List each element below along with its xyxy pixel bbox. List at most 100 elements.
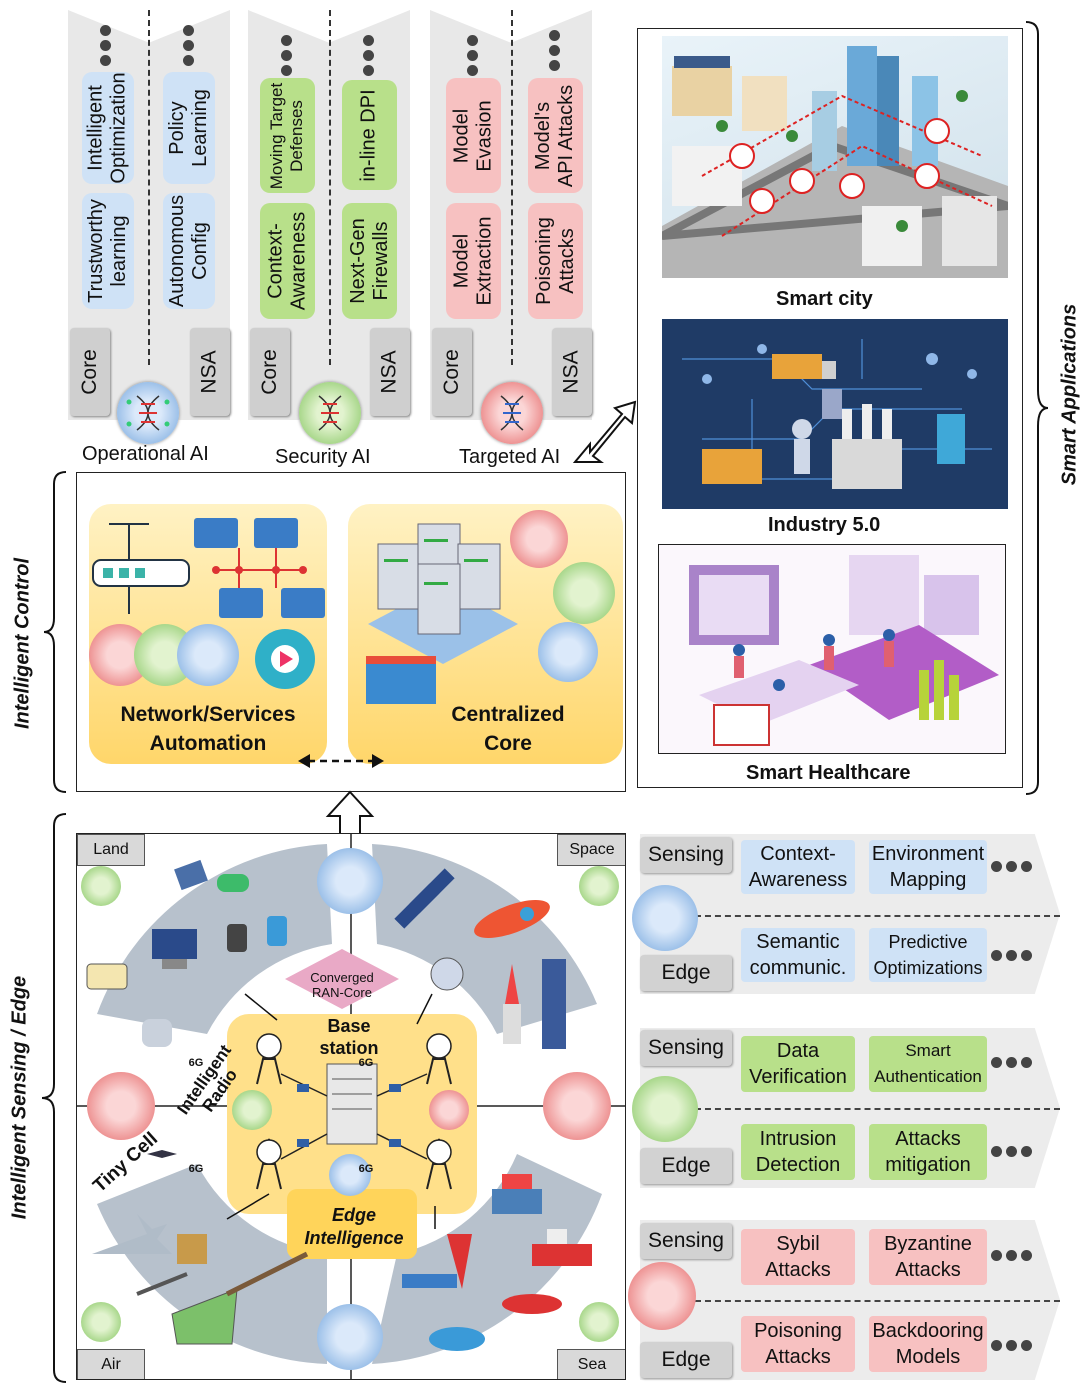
row-cell: Backdooring Models xyxy=(869,1316,987,1372)
sensing-chip: Sensing xyxy=(640,1030,732,1066)
tower-6g-label: 6G xyxy=(358,1163,374,1175)
ellipsis-icon xyxy=(467,35,479,80)
row-divider xyxy=(695,915,1060,917)
ellipsis-icon xyxy=(991,950,1032,961)
quadrant-land-label: Land xyxy=(77,834,145,866)
item-pill: Model's API Attacks xyxy=(528,78,583,193)
security-ai-label: Security AI xyxy=(275,446,371,468)
industry-image xyxy=(662,319,1008,509)
item-pill: Model Evasion xyxy=(446,78,501,193)
sensing-chip: Sensing xyxy=(640,837,732,873)
quadrant-air-label: Air xyxy=(77,1349,145,1379)
divider xyxy=(329,10,331,365)
divider xyxy=(148,10,150,365)
targeted-ai-icon xyxy=(510,510,568,568)
security-ai-icon xyxy=(632,1076,698,1142)
tower-6g-label: 6G xyxy=(358,1057,374,1069)
row-cell: Attacks mitigation xyxy=(869,1124,987,1180)
item-pill: Poisoning Attacks xyxy=(528,203,583,319)
base-station-label: Base station xyxy=(319,1016,379,1058)
targeted-ai-label: Targeted AI xyxy=(459,446,561,468)
divider xyxy=(511,10,513,365)
edge-chip: Edge xyxy=(640,1342,732,1378)
core-chip: Core xyxy=(250,328,290,416)
security-ai-icon xyxy=(579,1302,619,1342)
operational-ai-icon xyxy=(177,624,239,686)
ellipsis-icon xyxy=(991,1057,1032,1068)
nsa-chip: NSA xyxy=(370,328,410,416)
row-cell: Context- Awareness xyxy=(741,840,855,894)
security-ai-icon xyxy=(579,866,619,906)
quadrant-sea-label: Sea xyxy=(557,1349,625,1379)
centralized-core-label: Centralized Core xyxy=(451,703,565,755)
sensing-edge-title: Intelligent Sensing / Edge xyxy=(8,975,31,1220)
item-pill: Autonomous Config xyxy=(163,193,215,309)
item-pill: Model Extraction xyxy=(446,203,501,319)
operational-ai-icon xyxy=(329,1154,371,1196)
item-pill: Intelligent Optimization xyxy=(82,72,134,184)
industry-label: Industry 5.0 xyxy=(768,514,881,536)
row-cell: Smart Authentication xyxy=(869,1036,987,1092)
ellipsis-icon xyxy=(991,861,1032,872)
ellipsis-icon xyxy=(991,1340,1032,1351)
intelligent-control-title: Intelligent Control xyxy=(11,557,34,730)
brace-icon xyxy=(1025,21,1049,795)
operational-ai-icon xyxy=(632,885,698,951)
item-pill: Trustworthy learning xyxy=(82,193,134,309)
operational-ai-label: Operational AI xyxy=(82,443,209,465)
ellipsis-icon xyxy=(281,35,293,80)
core-chip: Core xyxy=(70,328,110,416)
nsa-chip: NSA xyxy=(552,328,592,416)
automation-label: Network/Services Automation xyxy=(120,703,296,755)
operational-ai-icon xyxy=(538,622,598,682)
edge-chip: Edge xyxy=(640,955,732,991)
sensing-chip: Sensing xyxy=(640,1223,732,1259)
targeted-ai-icon xyxy=(429,1090,469,1130)
brace-icon xyxy=(43,471,67,793)
tower-6g-label: 6G xyxy=(188,1057,204,1069)
row-cell: Intrusion Detection xyxy=(741,1124,855,1180)
targeted-ai-icon xyxy=(87,1072,155,1140)
tower-6g-label: 6G xyxy=(188,1163,204,1175)
ellipsis-icon xyxy=(549,30,561,75)
row-cell: Environment Mapping xyxy=(869,840,987,894)
operational-ai-icon xyxy=(317,1304,383,1370)
quadrant-space-label: Space xyxy=(557,834,625,866)
item-pill: Next-Gen Firewalls xyxy=(342,203,397,319)
row-cell: Predictive Optimizations xyxy=(869,928,987,982)
nsa-chip: NSA xyxy=(190,328,230,416)
item-pill: Moving Target Defenses xyxy=(260,78,315,193)
ellipsis-icon xyxy=(991,1250,1032,1261)
ellipsis-icon xyxy=(100,25,112,70)
bidirectional-arrow-icon xyxy=(572,400,637,463)
smart-city-label: Smart city xyxy=(776,288,873,310)
row-divider xyxy=(695,1108,1060,1110)
row-cell: Data Verification xyxy=(741,1036,855,1092)
ellipsis-icon xyxy=(363,35,375,80)
automation-box: Network/Services Automation xyxy=(89,504,327,764)
security-ai-icon xyxy=(232,1090,272,1130)
targeted-ai-icon xyxy=(543,1072,611,1140)
smart-applications-panel xyxy=(637,28,1023,788)
converged-ran-core-label: Converged RAN-Core xyxy=(310,970,374,1000)
sensing-edge-panel: Land Space Air Sea Converged RAN-Core Ba… xyxy=(76,833,626,1380)
targeted-ai-icon xyxy=(481,382,543,444)
smart-applications-title: Smart Applications xyxy=(1058,303,1081,486)
row-cell: Byzantine Attacks xyxy=(869,1229,987,1285)
centralized-core-box: Centralized Core xyxy=(348,504,623,764)
security-ai-icon xyxy=(81,866,121,906)
security-ai-icon xyxy=(299,382,361,444)
healthcare-image xyxy=(658,544,1006,754)
edge-intelligence-label: Edge Intelligence xyxy=(304,1205,404,1248)
edge-chip: Edge xyxy=(640,1148,732,1184)
ellipsis-icon xyxy=(183,25,195,70)
dashed-arrow-icon xyxy=(298,754,384,768)
item-pill: Context- Awareness xyxy=(260,203,315,319)
item-pill: Policy Learning xyxy=(163,72,215,184)
row-cell: Semantic communic. xyxy=(741,928,855,982)
row-cell: Poisoning Attacks xyxy=(741,1316,855,1372)
security-ai-icon xyxy=(81,1302,121,1342)
healthcare-label: Smart Healthcare xyxy=(746,762,911,784)
row-divider xyxy=(695,1300,1060,1302)
brace-icon xyxy=(41,813,67,1383)
